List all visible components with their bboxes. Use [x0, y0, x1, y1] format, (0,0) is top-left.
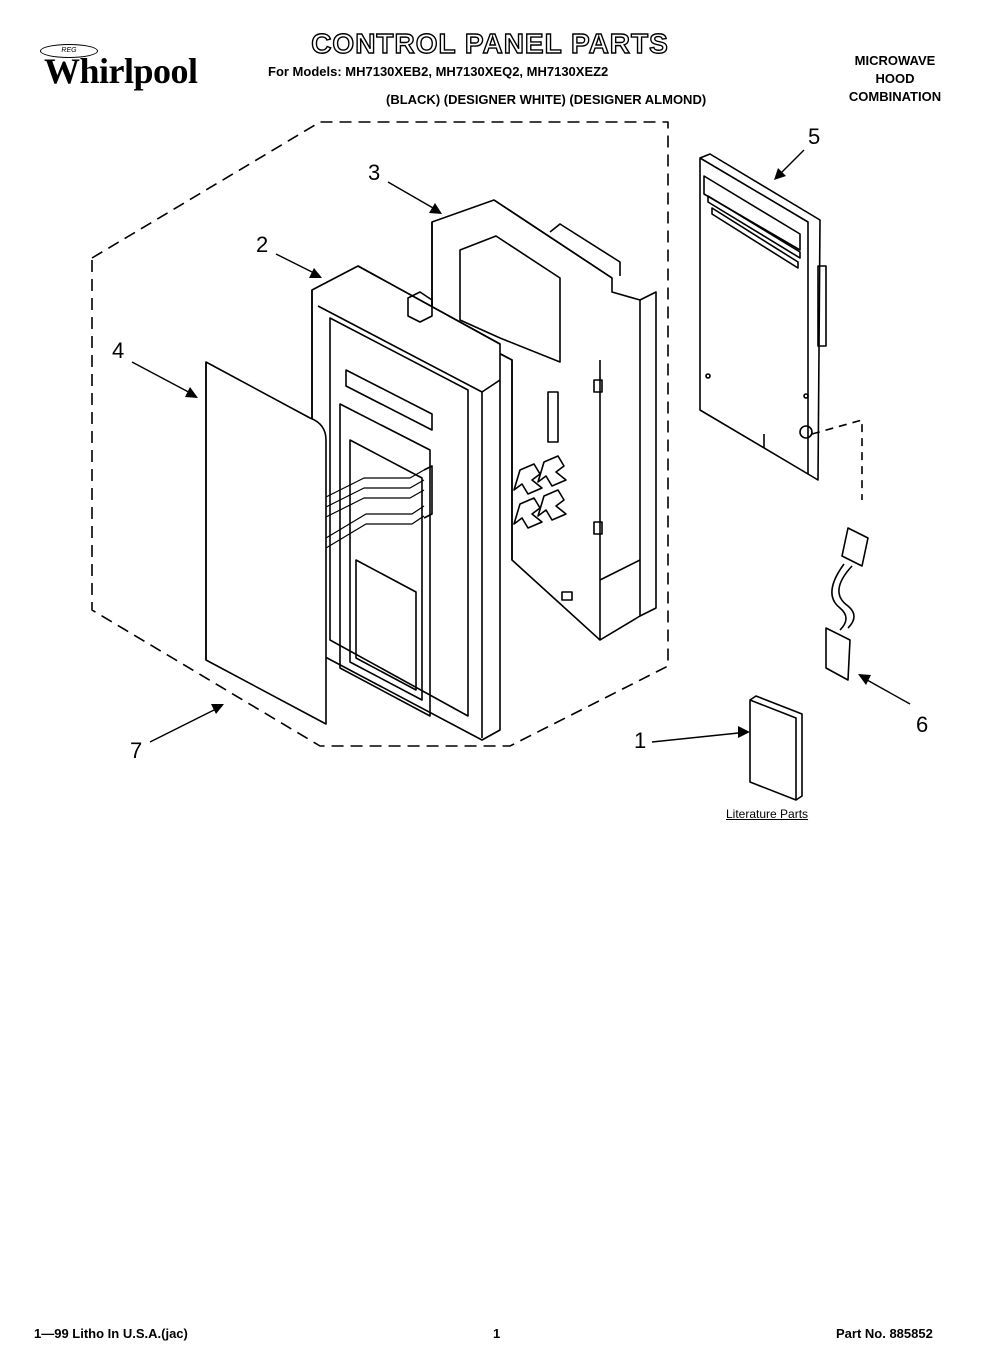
callout-7: 7 — [130, 738, 143, 763]
part-3-housing — [431, 199, 657, 641]
brand-badge: REG — [40, 44, 98, 58]
footer-litho: 1—99 Litho In U.S.A.(jac) — [34, 1326, 188, 1341]
callout-5: 5 — [808, 124, 821, 149]
page-title: CONTROL PANEL PARTS — [310, 27, 669, 59]
callout-6: 6 — [916, 712, 929, 737]
callout-2: 2 — [256, 232, 269, 257]
brand-logo: Whirlpool — [44, 51, 198, 91]
part-number: Part No. 885852 — [836, 1326, 933, 1341]
callout-3: 3 — [368, 160, 381, 185]
assembly-outline — [91, 121, 669, 747]
callout-arrowheads — [185, 168, 871, 738]
part-2-panel-frame — [311, 265, 501, 741]
part-5-control-board — [699, 153, 827, 481]
models-line: For Models: MH7130XEB2, MH7130XEQ2, MH71… — [268, 64, 609, 79]
product-type-line-2: HOOD — [875, 71, 915, 86]
part-4-touch-overlay — [205, 361, 327, 725]
product-type-line-3: COMBINATION — [848, 89, 942, 104]
product-type: MICROWAVE HOOD COMBINATION — [836, 52, 954, 106]
callout-1: 1 — [634, 728, 647, 753]
part-6-wire-harness — [811, 419, 869, 681]
callout-4: 4 — [112, 338, 125, 363]
literature-parts-label: Literature Parts — [726, 807, 809, 821]
color-variants-line: (BLACK) (DESIGNER WHITE) (DESIGNER ALMON… — [386, 92, 707, 107]
part-1-literature — [749, 695, 803, 801]
product-type-line-1: MICROWAVE — [854, 53, 936, 68]
page-number: 1 — [493, 1326, 501, 1341]
